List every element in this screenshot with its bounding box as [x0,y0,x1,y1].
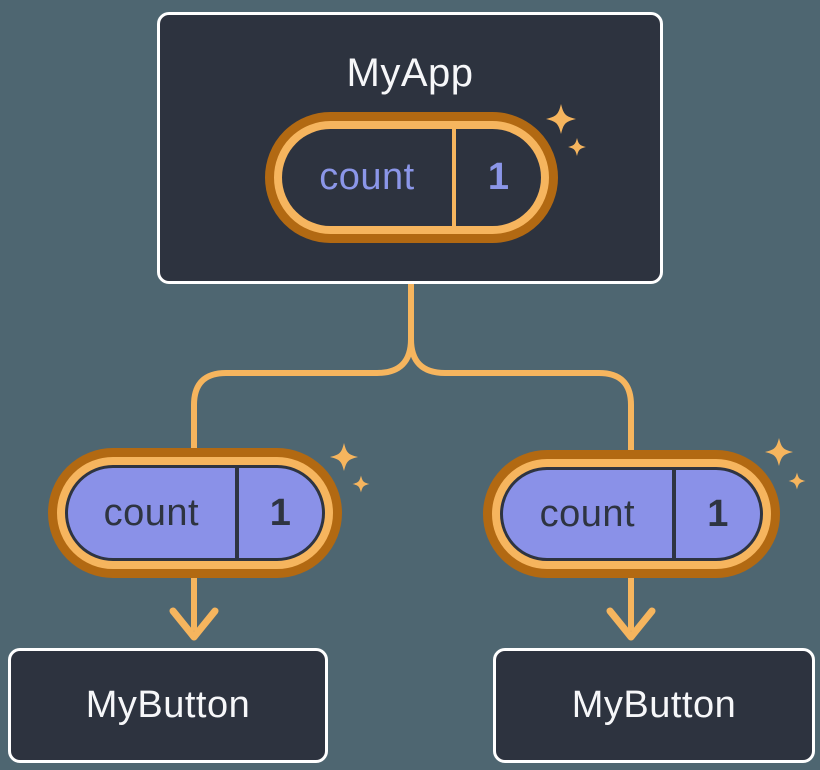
component-node-mybutton-left: MyButton [8,648,328,763]
state-name-label: count [319,156,415,198]
component-title-myapp: MyApp [346,51,474,95]
pill-divider [452,129,456,226]
sparkle-icon [352,475,370,493]
connector-line-right-branch [408,277,634,457]
arrow-down-icon-left [169,607,219,641]
sparkle-icon [765,438,793,466]
pill-divider [671,470,676,558]
component-title-mybutton: MyButton [85,684,251,726]
connector-line-left-branch [191,277,414,455]
prop-name-label: count [103,491,200,534]
prop-pill-left: count 1 [48,448,342,578]
prop-value-label: 1 [707,492,729,535]
state-pill-myapp: count 1 [265,112,558,243]
state-value-label: 1 [487,156,510,198]
component-title-mybutton: MyButton [571,684,737,726]
prop-name-label: count [539,492,636,535]
sparkle-icon [330,443,358,471]
prop-pill-right: count 1 [483,450,780,578]
sparkle-icon [788,472,806,490]
arrow-down-icon-right [606,607,656,641]
prop-value-label: 1 [269,491,291,534]
pill-divider [234,468,239,558]
component-node-mybutton-right: MyButton [493,648,815,763]
